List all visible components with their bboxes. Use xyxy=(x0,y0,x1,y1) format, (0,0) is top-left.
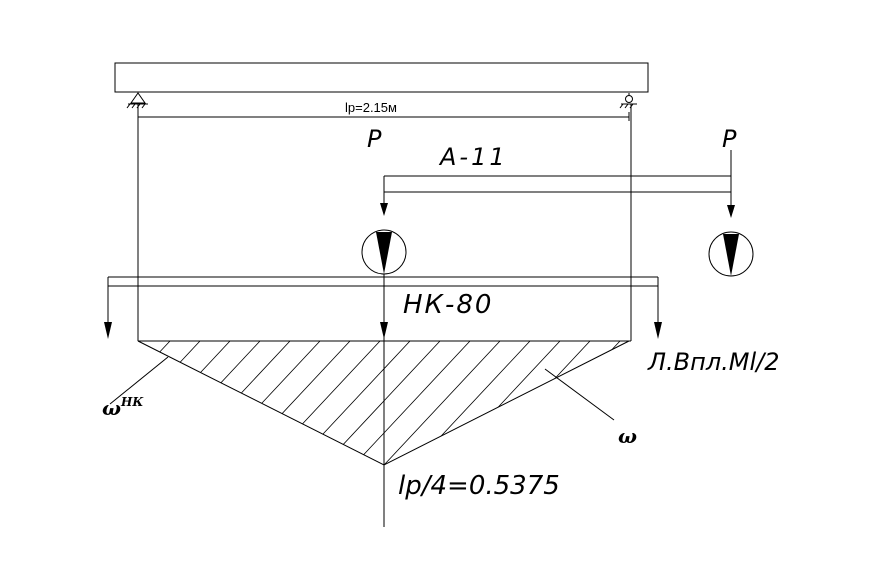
influence-line-label: Л.Впл.Мl/2 xyxy=(647,348,780,376)
hatch-line xyxy=(249,341,381,465)
nk80-load-bar xyxy=(104,276,662,339)
omega-leader xyxy=(544,368,615,421)
a11-right-wheel xyxy=(708,231,754,277)
hatch-line xyxy=(189,341,321,465)
hatch-line xyxy=(459,341,591,465)
a11-left-wheel-arrow xyxy=(380,176,388,216)
beam xyxy=(114,62,649,93)
load-nk80-label: НК-80 xyxy=(403,290,493,320)
omega-nk-symbol: ω xyxy=(102,396,121,420)
a11-left-wheel xyxy=(361,229,407,275)
load-p-right-label: P xyxy=(722,125,737,153)
load-p-left-label: P xyxy=(367,125,382,153)
load-a11-label: A-11 xyxy=(438,143,508,171)
hatch-line xyxy=(138,341,201,465)
hatch-line xyxy=(339,341,471,465)
hatch-line xyxy=(279,341,411,465)
influence-triangle xyxy=(137,340,630,466)
hatch-line xyxy=(429,341,561,465)
omega-nk-superscript: НК xyxy=(120,395,144,409)
right-roller-support xyxy=(619,93,637,109)
span-label: lp=2.15м xyxy=(345,100,397,115)
a11-load-bar xyxy=(384,150,735,218)
hatch-line xyxy=(219,341,351,465)
omega-nk-label: ωНК xyxy=(102,395,144,420)
ordinate-label: lp/4=0.5375 xyxy=(398,471,560,501)
hatch-line xyxy=(138,341,261,465)
omega-label: ω xyxy=(618,424,637,448)
hatch-line xyxy=(369,341,501,465)
omega-nk-leader xyxy=(109,356,169,405)
hatch-line xyxy=(309,341,441,465)
hatch-line xyxy=(399,341,531,465)
hatch-line xyxy=(519,341,629,465)
